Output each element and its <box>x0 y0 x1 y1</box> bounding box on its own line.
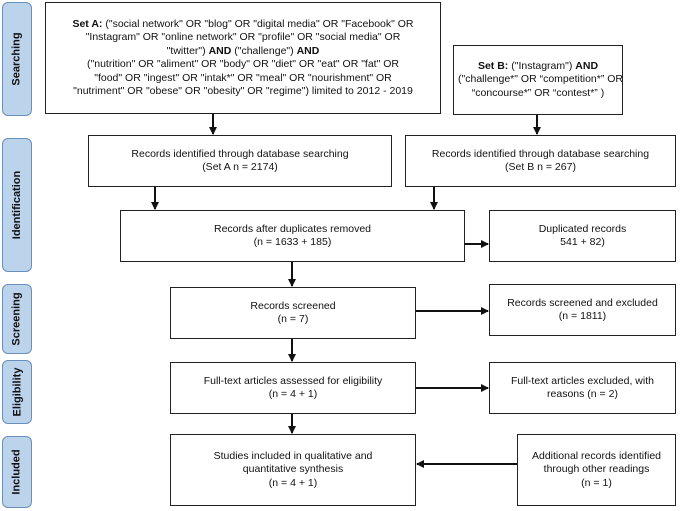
studies-included-count: (n = 4 + 1) <box>268 476 318 489</box>
additional-records-box: Additional records identified through ot… <box>517 434 676 506</box>
records-excluded-count: (n = 1811) <box>558 310 607 322</box>
set-a-line-3: "twitter") <box>166 44 206 57</box>
set-b-query-box: Set B: ("Instagram") AND ("challenge*" O… <box>453 45 623 115</box>
fulltext-assessed-count: (n = 4 + 1) <box>268 388 318 400</box>
records-after-duplicates-label: Records after duplicates removed <box>214 222 371 235</box>
phase-searching: Searching <box>2 2 32 116</box>
fulltext-excluded-reasons: reasons (n = 2) <box>547 388 618 400</box>
records-screened-label: Records screened <box>250 299 336 312</box>
additional-records-line-1: Additional records identified <box>532 449 661 462</box>
fulltext-excluded-box: Full-text articles excluded, with reason… <box>489 362 676 414</box>
set-a-and-2: AND <box>296 44 320 57</box>
set-a-line-6: "food" OR "ingest" OR "intak*" OR "meal"… <box>94 71 392 84</box>
set-b-line-1: ("Instagram") <box>511 59 573 72</box>
set-b-line-2: ("challenge*" OR “competition*” OR <box>458 73 624 86</box>
records-identified-set-b-label: Records identified through database sear… <box>431 147 650 160</box>
records-after-duplicates-box: Records after duplicates removed (n = 16… <box>120 210 465 262</box>
set-a-line-4: ("challenge") <box>234 44 294 57</box>
records-identified-set-a-box: Records identified through database sear… <box>88 135 392 187</box>
records-identified-set-a-label: Records identified through database sear… <box>131 147 349 160</box>
records-screened-box: Records screened (n = 7) <box>170 287 416 339</box>
set-a-line-1: ("social network" OR "blog" OR "digital … <box>105 17 414 30</box>
records-identified-set-a-count: (Set A n = 2174) <box>202 161 278 173</box>
fulltext-excluded-label: Full-text articles excluded, with <box>511 374 654 387</box>
studies-included-line-2: quantitative synthesis <box>242 463 344 476</box>
duplicated-records-count: 541 + 82) <box>560 236 605 248</box>
set-a-label: Set A: <box>72 17 103 30</box>
records-after-duplicates-count: (n = 1633 + 185) <box>253 236 332 248</box>
set-b-line-3: “concourse*” OR “contest*” ) <box>471 86 605 99</box>
fulltext-assessed-label: Full-text articles assessed for eligibil… <box>203 374 383 387</box>
records-excluded-box: Records screened and excluded (n = 1811) <box>489 284 676 336</box>
records-excluded-label: Records screened and excluded <box>507 296 658 309</box>
records-identified-set-b-box: Records identified through database sear… <box>405 135 676 187</box>
studies-included-box: Studies included in qualitative and quan… <box>170 434 416 506</box>
duplicated-records-box: Duplicated records 541 + 82) <box>489 210 676 262</box>
set-a-line-5: ("nutrition" OR "aliment" OR "body" OR "… <box>87 58 399 70</box>
records-screened-count: (n = 7) <box>277 313 309 325</box>
set-a-and-1: AND <box>208 44 232 57</box>
fulltext-assessed-box: Full-text articles assessed for eligibil… <box>170 362 416 414</box>
set-a-query-box: Set A: ("social network" OR "blog" OR "d… <box>45 2 441 114</box>
records-identified-set-b-count: (Set B n = 267) <box>505 161 576 173</box>
phase-screening: Screening <box>2 284 32 354</box>
set-a-line-7: "nutriment" OR "obese" OR "obesity" OR "… <box>73 85 413 97</box>
duplicated-records-label: Duplicated records <box>538 222 627 235</box>
additional-records-count: (n = 1) <box>581 476 612 489</box>
studies-included-line-1: Studies included in qualitative and <box>213 449 373 462</box>
set-b-and: AND <box>575 59 599 72</box>
set-a-line-2: "Instagram" OR "online network" OR "prof… <box>85 31 401 43</box>
additional-records-line-2: through other readings <box>543 463 650 476</box>
phase-included: Included <box>2 436 32 508</box>
set-b-label: Set B: <box>477 59 509 72</box>
phase-eligibility: Eligibility <box>2 360 32 424</box>
phase-identification: Identification <box>2 138 32 272</box>
